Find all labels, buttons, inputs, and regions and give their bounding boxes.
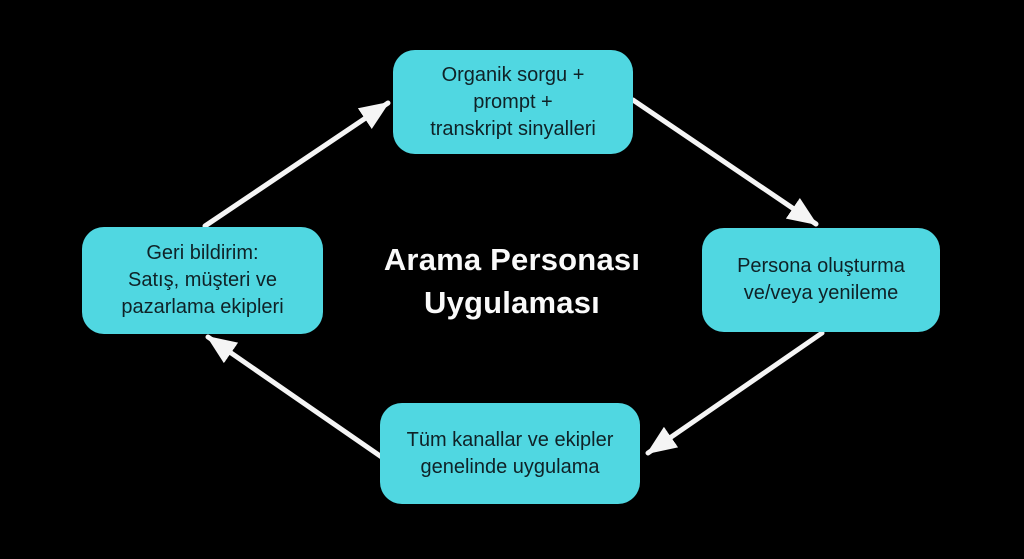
node-persona: Persona oluşturma ve/veya yenileme (702, 228, 940, 332)
node-rollout-label: Tüm kanallar ve ekipler genelinde uygula… (406, 428, 614, 478)
arrow-rollout-to-feedback (205, 334, 386, 461)
node-signals-label: Organik sorgu + prompt + transkript siny… (430, 63, 596, 140)
arrow-feedback-to-signals (202, 100, 391, 229)
node-persona-label: Persona oluşturma ve/veya yenileme (737, 255, 905, 304)
diagram-title: Arama Personası Uygulaması (383, 242, 641, 320)
node-feedback-label: Geri bildirim: Satış, müşteri ve pazarla… (121, 242, 284, 318)
arrow-signals-to-persona (630, 97, 819, 227)
arrow-persona-to-rollout (645, 330, 825, 456)
node-feedback: Geri bildirim: Satış, müşteri ve pazarla… (82, 227, 323, 334)
node-signals: Organik sorgu + prompt + transkript siny… (393, 50, 633, 154)
node-rollout: Tüm kanallar ve ekipler genelinde uygula… (380, 403, 640, 504)
